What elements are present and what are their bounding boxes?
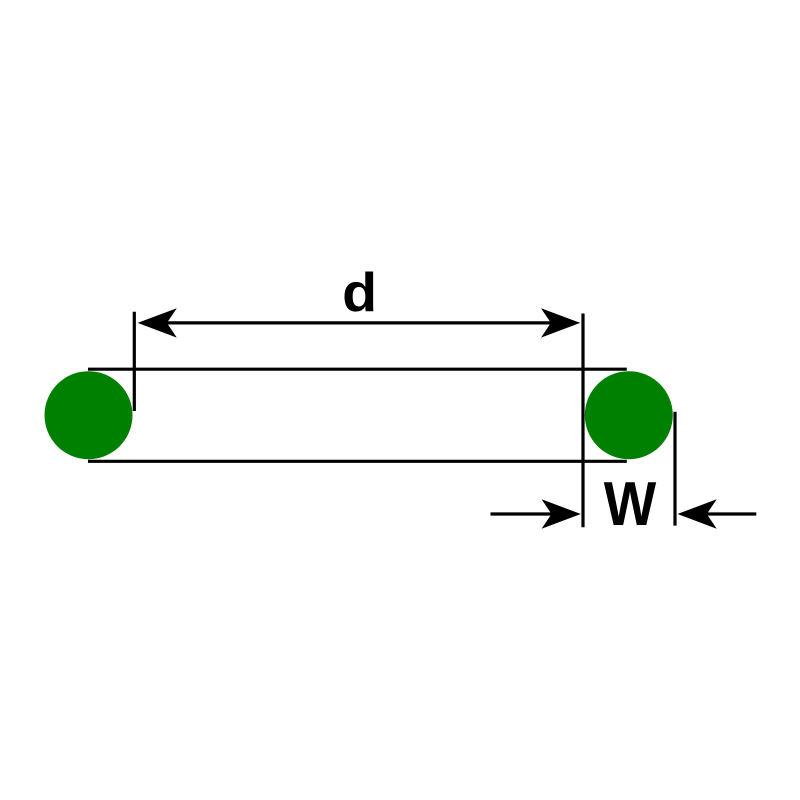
svg-text:d: d bbox=[342, 262, 377, 323]
svg-text:W: W bbox=[604, 469, 657, 539]
